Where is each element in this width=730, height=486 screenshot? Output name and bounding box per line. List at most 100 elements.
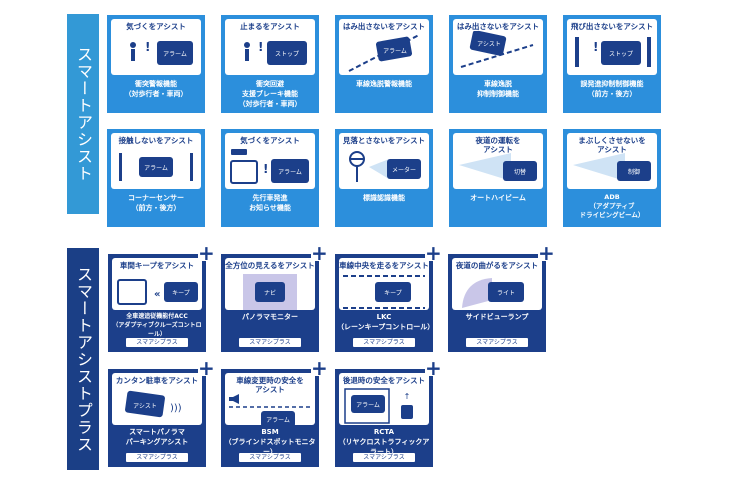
svg-text:↑: ↑ [404, 392, 411, 401]
smart-assist-heading: スマートアシスト [74, 46, 93, 182]
rear-cross-traffic-illustration: アラーム ↑ [344, 388, 413, 424]
plus-feature-tile: + 車線変更時の安全を アシスト アラーム BSM （ブラインドスポットモニター… [221, 358, 328, 467]
tile-illustration-panel: カンタン駐車をアシスト アシスト ))) [112, 373, 202, 425]
pedestrian-alert-illustration: ! アラーム [130, 40, 193, 65]
tile-title: 車間キープをアシスト [119, 261, 195, 270]
blind-spot-monitor-illustration: アラーム [229, 394, 311, 425]
tile-label: パノラマモニター [242, 313, 298, 321]
plus-feature-tile: + 車線中央を走るをアシスト キープ LKC （レーンキープコントロール） スマ… [335, 243, 442, 352]
tile-label: コーナーセンサー （前方・後方） [128, 194, 184, 212]
tile-badge: アラーム [266, 417, 290, 424]
tile-illustration-panel: 気づくをアシスト ! アラーム [225, 133, 315, 189]
plus-icon: + [311, 356, 328, 380]
lane-departure-illustration: アラーム [348, 34, 420, 72]
feature-tile: 気づくをアシスト ! アラーム 衝突警報機能 （対歩行者・車両） [107, 15, 205, 113]
plus-icon: + [425, 356, 442, 380]
tile-label: ADB （アダプティブ ドライビングビーム） [579, 193, 645, 219]
smart-assist-plus-tag: スマアシプラス [126, 338, 188, 347]
tile-title: はみ出さないをアシスト [456, 22, 540, 31]
tile-illustration-panel: 飛び出さないをアシスト ! ストップ [567, 19, 657, 75]
tile-label: 標識認識機能 [363, 194, 405, 202]
tile-title: 接触しないをアシスト [118, 136, 194, 145]
tile-illustration-panel: 止まるをアシスト ! ストップ [225, 19, 315, 75]
tile-label: 全車速追従機能付ACC （アダプティブクルーズコントロール） [112, 313, 202, 338]
plus-icon: + [198, 241, 215, 265]
plus-feature-tile: + 車間キープをアシスト « キープ 全車速追従機能付ACC （アダプティブクル… [108, 243, 215, 352]
tile-badge: ストップ [609, 51, 633, 58]
feature-tile: 見落とさないをアシスト メーター 標識認識機能 [335, 129, 433, 227]
lane-keep-control-illustration: アシスト [460, 31, 534, 68]
smart-assist-plus-heading: スマートアシストプラス [74, 265, 93, 453]
tile-title: 止まるをアシスト [240, 22, 300, 31]
plus-icon: + [538, 241, 555, 265]
tile-illustration-panel: 車線変更時の安全を アシスト アラーム [225, 373, 315, 425]
svg-text:!: ! [258, 40, 263, 54]
corner-sensor-illustration: アラーム [119, 153, 193, 181]
feature-tile: 接触しないをアシスト アラーム コーナーセンサー （前方・後方） [107, 129, 205, 227]
tile-illustration-panel: 車間キープをアシスト « キープ [112, 258, 202, 310]
tile-title: まぶしくさせないを アシスト [578, 136, 646, 154]
tile-illustration-panel: 全方位の見えるをアシスト ナビ [225, 258, 315, 310]
feature-tile: 飛び出さないをアシスト ! ストップ 誤発進抑制制御機能 （前方・後方） [563, 15, 661, 113]
false-start-illustration: ! ストップ [575, 37, 651, 67]
svg-text:«: « [154, 289, 160, 300]
lane-keep-center-illustration: キープ [343, 275, 425, 309]
tile-label: 衝突警報機能 （対歩行者・車両） [124, 80, 188, 98]
tile-badge: メーター [392, 166, 416, 174]
tile-title: 気づくをアシスト [240, 136, 300, 145]
feature-tile: 止まるをアシスト ! ストップ 衝突回避 支援ブレーキ機能 （対歩行者・車両） [221, 15, 319, 113]
tile-badge: アラーム [383, 48, 407, 55]
tile-badge: 切替 [514, 168, 526, 176]
plus-feature-tile: + 後退時の安全をアシスト アラーム ↑ RCTA （リヤクロストラフィックアラ… [335, 358, 442, 467]
tile-illustration-panel: はみ出さないをアシスト アラーム [339, 19, 429, 75]
svg-text:!: ! [145, 40, 150, 54]
feature-tile: まぶしくさせないを アシスト 制御 ADB （アダプティブ ドライビングビーム） [563, 129, 661, 227]
tile-badge: キープ [384, 290, 402, 297]
tile-label: 先行車発進 お知らせ機能 [249, 194, 291, 212]
smart-assist-plus-tag: スマアシプラス [353, 338, 415, 347]
tile-title: 気づくをアシスト [126, 22, 186, 31]
smart-assist-plus-tag: スマアシプラス [126, 453, 188, 462]
smart-assist-plus-tag: スマアシプラス [239, 338, 301, 347]
tile-illustration-panel: 後退時の安全をアシスト アラーム ↑ [339, 373, 429, 425]
feature-tile: 夜道の運転を アシスト 切替 オートハイビーム [449, 129, 547, 227]
plus-feature-tile: + 夜道の曲がるをアシスト ライト サイドビューランプ スマアシプラス [448, 243, 555, 352]
tile-badge: ストップ [275, 51, 299, 58]
tile-illustration-panel: まぶしくさせないを アシスト 制御 [567, 133, 657, 189]
tile-badge: アシスト [133, 403, 157, 410]
tile-label: 車線逸脱 抑制制御機能 [477, 80, 519, 98]
tile-illustration-panel: 接触しないをアシスト アラーム [111, 133, 201, 189]
tile-label: 誤発進抑制制御機能 （前方・後方） [580, 80, 644, 98]
tile-title: 車線変更時の安全を アシスト [236, 376, 304, 394]
acc-follow-illustration: « キープ [117, 279, 198, 305]
tile-title: はみ出さないをアシスト [342, 22, 426, 31]
tile-illustration-panel: 見落とさないをアシスト メーター [339, 133, 429, 189]
svg-text:!: ! [593, 40, 598, 54]
tile-badge: ライト [497, 290, 515, 297]
tile-badge: キープ [172, 290, 190, 297]
parking-assist-illustration: アシスト ))) [125, 390, 182, 418]
tile-title: カンタン駐車をアシスト [115, 376, 199, 385]
auto-high-beam-illustration: 切替 [459, 153, 537, 181]
svg-text:!: ! [263, 162, 268, 176]
tile-illustration-panel: 夜道の曲がるをアシスト ライト [452, 258, 542, 310]
plus-feature-tile: + カンタン駐車をアシスト アシスト ))) スマートパノラマ パーキングアシス… [108, 358, 215, 467]
tile-label: RCTA （リヤクロストラフィックアラート） [338, 428, 430, 456]
feature-tile: 気づくをアシスト ! アラーム 先行車発進 お知らせ機能 [221, 129, 319, 227]
panorama-monitor-illustration: ナビ [243, 274, 297, 310]
adaptive-driving-beam-illustration: 制御 [573, 153, 651, 181]
tile-badge: アラーム [278, 169, 302, 176]
tile-title: 飛び出さないをアシスト [570, 22, 654, 31]
tile-illustration-panel: 気づくをアシスト ! アラーム [111, 19, 201, 75]
tile-title: 後退時の安全をアシスト [342, 376, 426, 385]
tile-label: スマートパノラマ パーキングアシスト [125, 428, 189, 446]
tile-label: 車線逸脱警報機能 [356, 80, 412, 88]
brake-stop-illustration: ! ストップ [244, 40, 307, 65]
sign-recognition-illustration: メーター [349, 151, 421, 182]
tile-badge: 制御 [628, 168, 640, 176]
tile-illustration-panel: 夜道の運転を アシスト 切替 [453, 133, 543, 189]
tile-label: BSM （ブラインドスポットモニター） [224, 428, 316, 456]
tile-badge: ナビ [264, 289, 276, 297]
tile-badge: アラーム [144, 165, 168, 172]
side-view-lamp-illustration: ライト [462, 278, 524, 308]
